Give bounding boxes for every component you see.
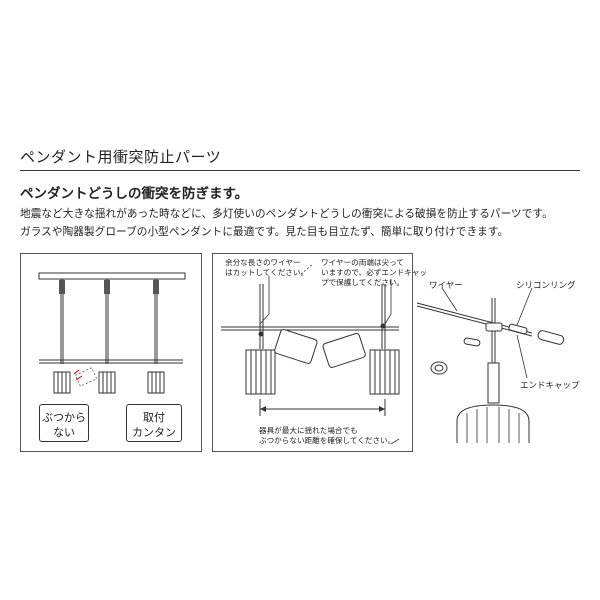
wire-tip-note-line-3: プで保護してください。 bbox=[321, 278, 405, 287]
easy-install-tag: 取付 カンタン bbox=[126, 404, 182, 442]
wire-tip-note-line-2: いますので、必ずエンドキャッ bbox=[321, 268, 428, 277]
figure-wire-installation: 余分な長さのワイヤー はカットしてください。 ワイヤーの両端は尖って いますので… bbox=[212, 253, 427, 452]
end-cap-label: エンドキャップ bbox=[520, 381, 580, 391]
distance-note-line-1: 器具が最大に揺れた場合でも bbox=[259, 426, 358, 435]
wire-installation-illustration bbox=[221, 263, 400, 445]
no-collision-line-2: ない bbox=[53, 426, 75, 439]
body-line-1: 地震など大きな揺れがあった時などに、多灯使いのペンダントどうしの衝突による破損を… bbox=[20, 208, 553, 220]
no-collision-tag: ぶつから ない bbox=[39, 404, 89, 442]
subtitle: ペンダントどうしの衝突を防ぎます。 bbox=[20, 186, 249, 202]
title-divider bbox=[20, 170, 580, 171]
page-title: ペンダント用衝突防止パーツ bbox=[20, 148, 222, 166]
distance-note-line-2: ぶつからない距離を確保してください。 bbox=[259, 436, 396, 445]
cut-wire-note: 余分な長さのワイヤー はカットしてください。 bbox=[225, 258, 308, 278]
silicone-ring-label: シリコンリング bbox=[516, 281, 576, 291]
figure-pendant-row: ぶつから ない 取付 カンタン bbox=[20, 253, 202, 452]
distance-note: 器具が最大に揺れた場合でも ぶつからない距離を確保してください。 bbox=[259, 426, 395, 446]
parts-detail-illustration bbox=[416, 287, 565, 443]
easy-install-line-2: カンタン bbox=[132, 426, 176, 439]
wire-tip-note: ワイヤーの両端は尖って いますので、必ずエンドキャッ プで保護してください。 bbox=[321, 258, 427, 288]
no-collision-line-1: ぶつから bbox=[42, 411, 86, 424]
wire-label: ワイヤー bbox=[429, 281, 463, 291]
cut-wire-note-line-1: 余分な長さのワイヤー bbox=[225, 258, 301, 267]
body-line-2: ガラスや陶器製グローブの小型ペンダントに最適です。見た目も目立たず、簡単に取り付… bbox=[20, 226, 509, 238]
cut-wire-note-line-2: はカットしてください。 bbox=[225, 268, 309, 277]
pendant-row-illustration bbox=[38, 272, 186, 394]
easy-install-line-1: 取付 bbox=[143, 411, 165, 424]
figure-parts-detail: ワイヤー シリコンリング エンドキャップ bbox=[412, 253, 592, 450]
wire-tip-note-line-1: ワイヤーの両端は尖って bbox=[321, 258, 404, 267]
